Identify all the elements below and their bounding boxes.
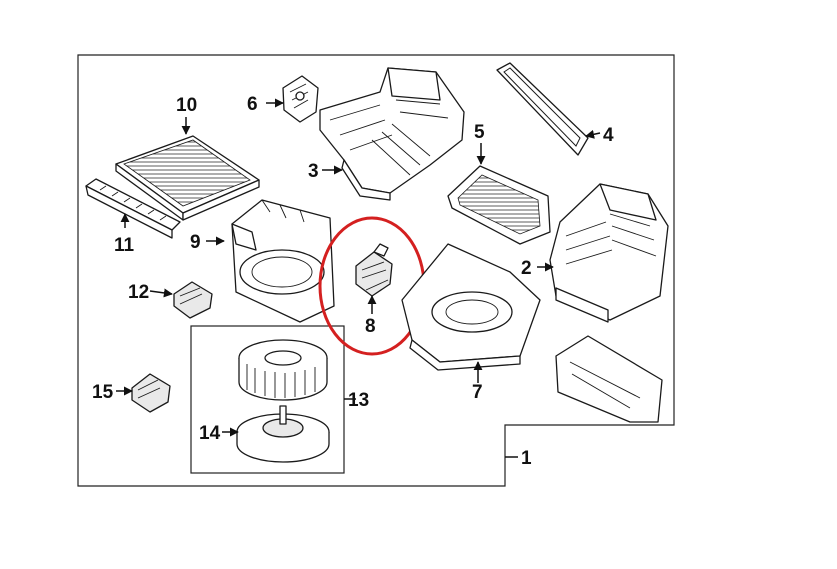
seal-gasket [496,62,589,156]
blower-resistor-8 [355,243,393,297]
module-15 [131,373,171,413]
leader-lines [116,98,601,458]
blower-fan-wheel [238,339,328,401]
callout-1: 1 [521,448,532,469]
callout-11: 11 [114,235,135,256]
filter-cover [85,178,181,239]
evaporator-5 [447,165,551,245]
callout-7: 7 [472,382,483,403]
blower-motor-14 [236,405,330,463]
callout-14: 14 [199,423,221,444]
callout-labels: 10 6 3 4 5 2 11 9 12 8 7 15 13 14 1 [92,94,614,469]
callout-3: 3 [308,161,319,182]
actuator-6 [282,75,319,123]
callout-15: 15 [92,382,114,403]
callout-5: 5 [474,122,485,143]
callout-2: 2 [521,258,532,279]
blower-housing-9 [231,199,335,323]
upper-case-3 [319,67,465,201]
callout-9: 9 [190,232,201,253]
cabin-air-filter [115,135,260,221]
callout-12: 12 [128,282,149,303]
callout-8: 8 [365,316,376,337]
lower-case-7 [401,243,541,371]
heater-case-2 [549,183,669,323]
module-12 [173,281,213,319]
callout-4: 4 [603,125,614,146]
assembly-frame [77,54,675,487]
lower-duct [555,335,663,423]
callout-6: 6 [247,94,258,115]
callout-13: 13 [348,390,369,411]
callout-10: 10 [176,95,197,116]
